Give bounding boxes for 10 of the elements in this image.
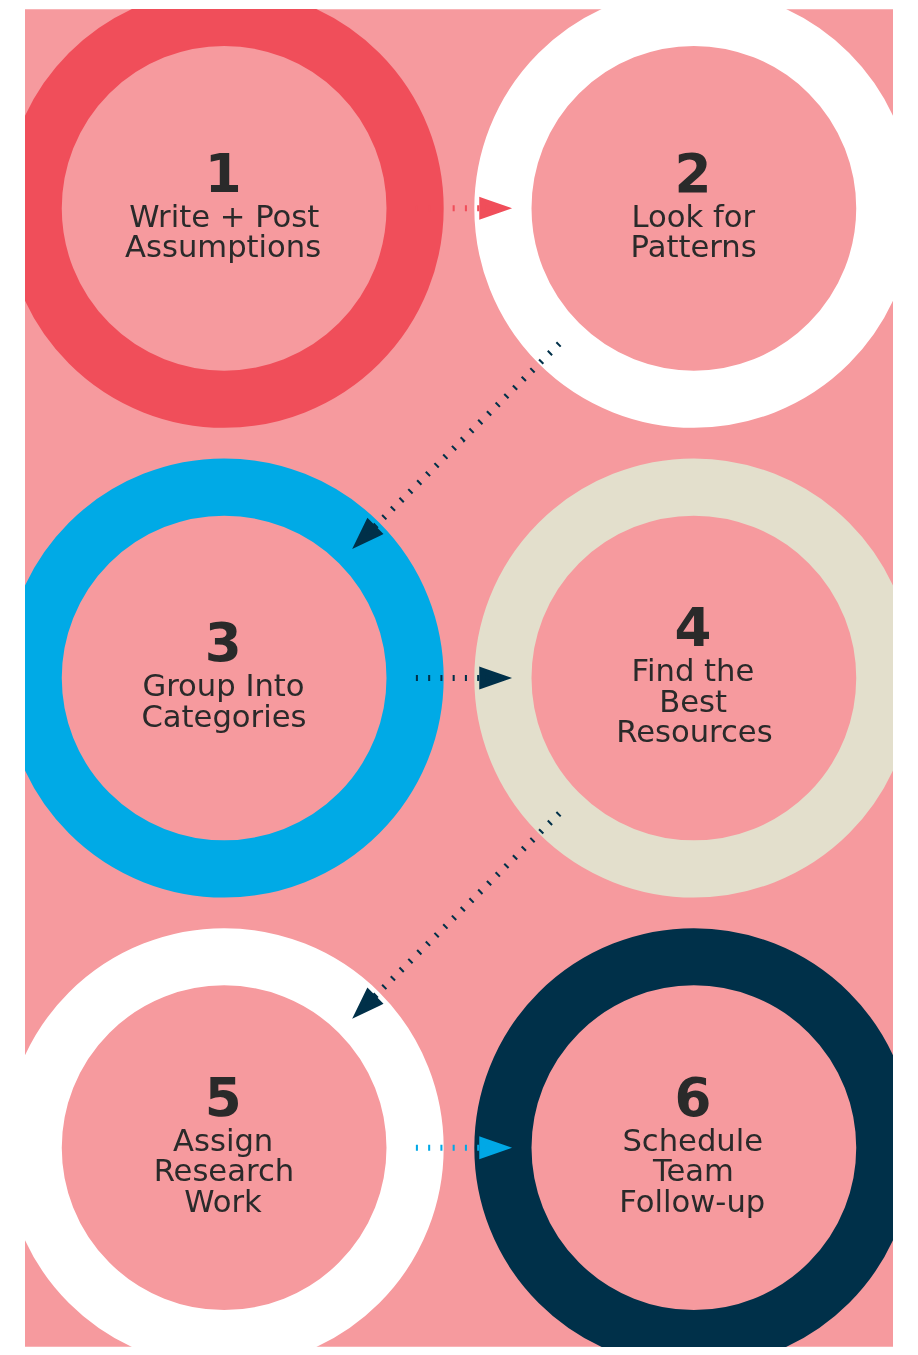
node-circle: 5 Assign Research Work — [25, 927, 444, 1347]
arrow — [415, 666, 513, 689]
node-circle: 3 Group Into Categories — [25, 457, 444, 898]
arrow — [352, 341, 562, 549]
node-circle: 1 Write + Post Assumptions — [25, 8, 444, 428]
arrow — [352, 810, 562, 1019]
node-circle: 2 Look for Patterns — [474, 8, 893, 428]
node-circle: 6 Schedule Team Follow-up — [474, 927, 893, 1347]
node-circle: 4 Find the Best Resources — [474, 457, 893, 898]
arrow — [415, 1135, 513, 1159]
